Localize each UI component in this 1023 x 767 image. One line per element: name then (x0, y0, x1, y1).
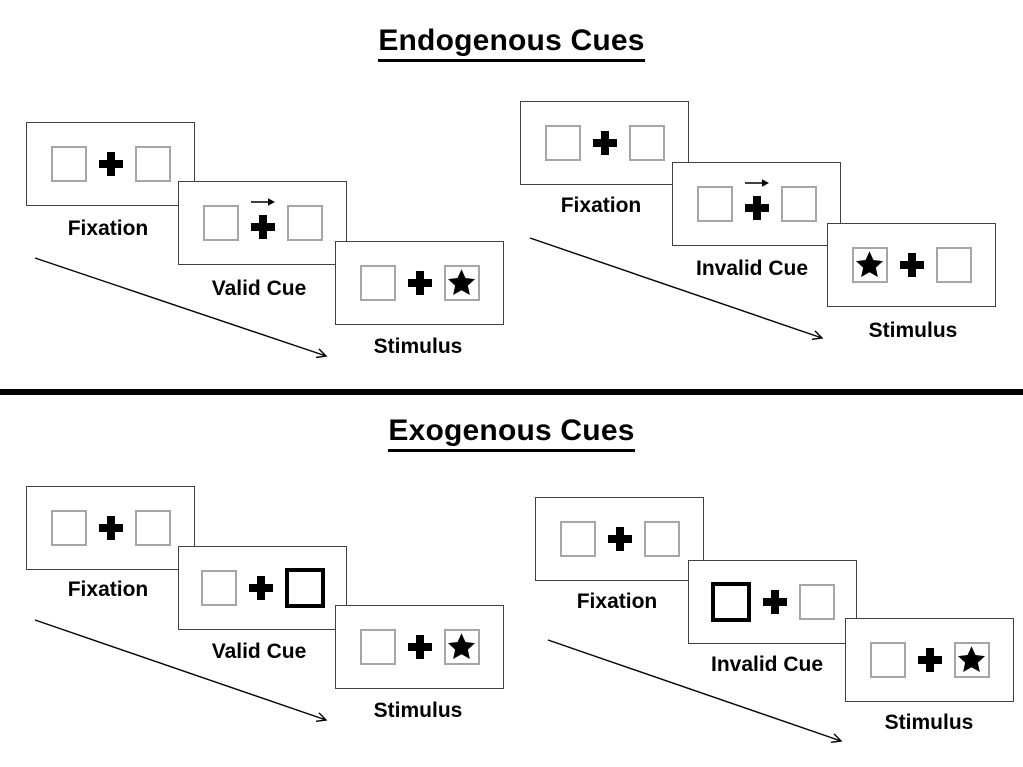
stimulus-panel (335, 241, 504, 325)
right-box (628, 125, 665, 161)
left-box (696, 186, 733, 222)
plus-icon (250, 215, 275, 239)
diagonal-arrow-icon (34, 619, 328, 723)
star-box (851, 247, 888, 283)
stimulus-label: Stimulus (373, 335, 463, 358)
plus-icon (762, 590, 787, 614)
cue-label: Valid Cue (211, 640, 307, 663)
stimulus-label: Stimulus (373, 699, 463, 722)
cue-label: Invalid Cue (710, 653, 824, 676)
star-box (443, 629, 480, 665)
fixation-panel (520, 101, 689, 185)
fixation-label: Fixation (576, 590, 658, 613)
left-box (50, 146, 87, 182)
plus-icon (407, 271, 432, 295)
right-box (134, 510, 171, 546)
plus-icon (592, 131, 617, 155)
valid-cue-panel (178, 546, 347, 630)
plus-icon (248, 576, 273, 600)
plus-icon (607, 527, 632, 551)
stimulus-panel (845, 618, 1014, 702)
thick-cue-box (284, 568, 325, 608)
diagonal-arrow-icon (529, 237, 824, 341)
star-icon (855, 250, 884, 277)
left-box (359, 265, 396, 301)
section-divider (0, 389, 1023, 395)
right-box (798, 584, 835, 620)
right-box (286, 205, 323, 241)
left-box (202, 205, 239, 241)
plus-icon (899, 253, 924, 277)
fixation-panel (26, 486, 195, 570)
stimulus-panel (335, 605, 504, 689)
right-box (935, 247, 972, 283)
invalid-cue-panel (672, 162, 841, 246)
section-title-exogenous: Exogenous Cues (0, 414, 1023, 452)
right-arrow-icon (744, 177, 770, 189)
invalid-cue-panel (688, 560, 857, 644)
fixation-label: Fixation (67, 217, 149, 240)
star-icon (957, 645, 986, 672)
plus-icon (98, 152, 123, 176)
valid-cue-panel (178, 181, 347, 265)
fixation-label: Fixation (67, 578, 149, 601)
plus-icon (744, 196, 769, 220)
left-box (200, 570, 237, 606)
right-box (780, 186, 817, 222)
left-box (50, 510, 87, 546)
right-box (643, 521, 680, 557)
left-box (544, 125, 581, 161)
star-icon (447, 632, 476, 659)
left-box (359, 629, 396, 665)
stimulus-label: Stimulus (884, 711, 974, 734)
star-icon (447, 268, 476, 295)
right-arrow-icon (250, 196, 276, 208)
diagonal-arrow-icon (34, 257, 328, 359)
left-box (869, 642, 906, 678)
fixation-panel (26, 122, 195, 206)
stimulus-label: Stimulus (868, 319, 958, 342)
stimulus-panel (827, 223, 996, 307)
star-box (953, 642, 990, 678)
section-title-endogenous: Endogenous Cues (0, 24, 1023, 62)
plus-icon (407, 635, 432, 659)
cue-label: Valid Cue (211, 277, 307, 300)
right-box (134, 146, 171, 182)
thick-cue-box (710, 582, 751, 622)
plus-icon (98, 516, 123, 540)
left-box (559, 521, 596, 557)
fixation-label: Fixation (560, 194, 642, 217)
star-box (443, 265, 480, 301)
cue-label: Invalid Cue (695, 257, 809, 280)
fixation-panel (535, 497, 704, 581)
plus-icon (917, 648, 942, 672)
